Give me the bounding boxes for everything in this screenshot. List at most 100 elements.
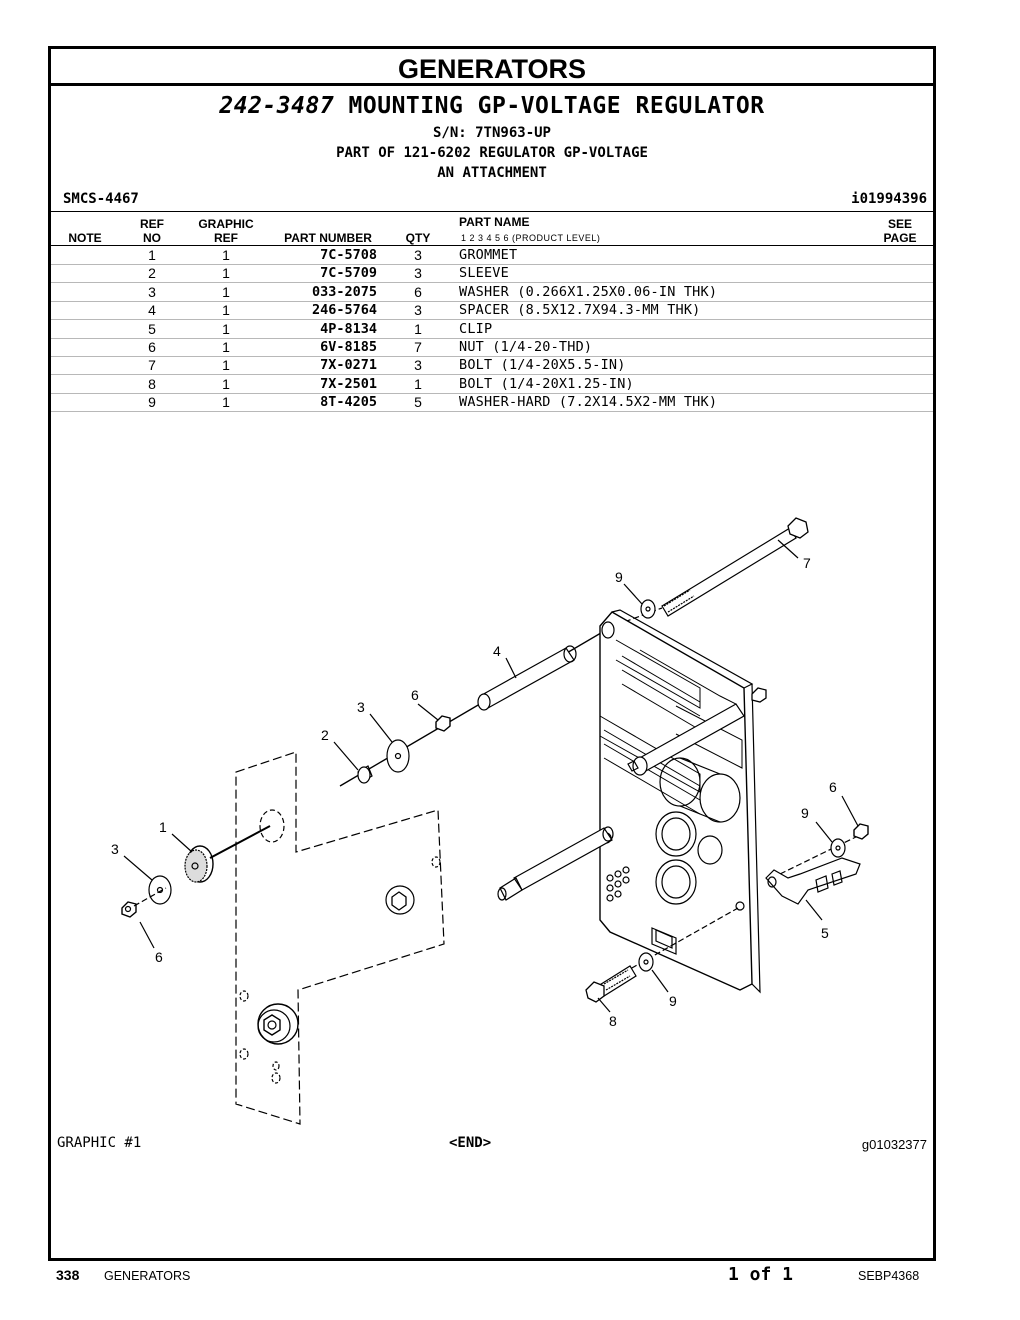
callout-5: 5 — [821, 925, 829, 941]
graphic-ref: 1 — [222, 339, 230, 355]
table-row[interactable]: 9 1 8T-4205 5 WASHER-HARD (7.2X14.5X2-MM… — [51, 393, 933, 411]
washer-9-top — [640, 599, 656, 619]
col-part-number-header: PART NUMBER — [284, 231, 372, 245]
graphic-id: g01032377 — [861, 1137, 927, 1152]
ref-no: 5 — [148, 321, 156, 337]
table-row[interactable]: 5 1 4P-8134 1 CLIP — [51, 320, 933, 338]
callout-3-left: 3 — [111, 841, 119, 857]
callout-8: 8 — [609, 1013, 617, 1029]
ref-no: 8 — [148, 376, 156, 392]
washer-9-right — [830, 838, 846, 858]
row-divider — [51, 338, 933, 339]
ref-no: 2 — [148, 265, 156, 281]
graphic-ref: 1 — [222, 357, 230, 373]
ref-no: 7 — [148, 357, 156, 373]
table-header-rule — [51, 245, 933, 246]
callout-6-right: 6 — [829, 779, 837, 795]
graphic-ref: 1 — [222, 394, 230, 410]
spacer-4 — [477, 645, 577, 711]
table-row[interactable]: 3 1 033-2075 6 WASHER (0.266X1.25X0.06-I… — [51, 283, 933, 301]
footer-document-number: SEBP4368 — [858, 1269, 920, 1283]
part-name: GROMMET — [459, 247, 518, 263]
standoff-lower — [497, 826, 614, 901]
graphic-label: GRAPHIC #1 — [57, 1135, 142, 1151]
graphic-ref: 1 — [222, 302, 230, 318]
row-divider — [51, 393, 933, 394]
qty: 3 — [414, 265, 422, 281]
part-number[interactable]: 4P-8134 — [320, 321, 377, 337]
part-name: WASHER (0.266X1.25X0.06-IN THK) — [459, 284, 718, 300]
callout-1: 1 — [159, 819, 167, 835]
part-number[interactable]: 7C-5709 — [320, 265, 377, 281]
part-number[interactable]: 8T-4205 — [320, 394, 377, 410]
ref-no: 1 — [148, 247, 156, 263]
table-row[interactable]: 4 1 246-5764 3 SPACER (8.5X12.7X94.3-MM … — [51, 301, 933, 319]
part-number[interactable]: 7C-5708 — [320, 247, 377, 263]
ref-no: 6 — [148, 339, 156, 355]
qty: 1 — [414, 321, 422, 337]
callout-2: 2 — [321, 727, 329, 743]
graphic-ref: 1 — [222, 321, 230, 337]
graphic-ref: 1 — [222, 247, 230, 263]
callout-4: 4 — [493, 643, 501, 659]
page-frame: GENERATORS 242-3487 MOUNTING GP-VOLTAGE … — [48, 46, 936, 1261]
nut-right — [853, 823, 869, 840]
table-row[interactable]: 1 1 7C-5708 3 GROMMET — [51, 246, 933, 264]
washer-left — [148, 875, 172, 905]
qty: 3 — [414, 302, 422, 318]
part-number[interactable]: 246-5764 — [311, 302, 377, 318]
callout-6-left: 6 — [155, 949, 163, 965]
bracket-hole — [259, 809, 285, 843]
col-graphic-header-top: GRAPHIC — [198, 217, 254, 231]
group-part-number[interactable]: 242-3487 — [219, 93, 335, 119]
exploded-view-illustration — [121, 517, 869, 1125]
part-number[interactable]: 7X-2501 — [320, 376, 377, 392]
part-name: WASHER-HARD (7.2X14.5X2-MM THK) — [459, 394, 718, 410]
col-part-name-header: PART NAME — [459, 215, 530, 229]
table-top-rule — [51, 211, 933, 212]
footer-page-number: 338 — [56, 1267, 80, 1283]
mounting-bracket — [235, 751, 445, 1125]
col-see-header-top: SEE — [887, 217, 912, 231]
table-row[interactable]: 7 1 7X-0271 3 BOLT (1/4-20X5.5-IN) — [51, 356, 933, 374]
row-divider — [51, 356, 933, 357]
clip — [765, 857, 861, 905]
row-divider — [51, 282, 933, 283]
graphic-ref: 1 — [222, 265, 230, 281]
ref-no: 3 — [148, 284, 156, 300]
part-name: BOLT (1/4-20X1.25-IN) — [459, 376, 634, 392]
bracket-grommet-lower — [257, 1003, 299, 1045]
part-number[interactable]: 033-2075 — [311, 284, 377, 300]
table-row[interactable]: 8 1 7X-2501 1 BOLT (1/4-20X1.25-IN) — [51, 375, 933, 393]
section-title: GENERATORS — [51, 49, 933, 86]
qty: 5 — [414, 394, 422, 410]
qty: 3 — [414, 247, 422, 263]
col-note-header: NOTE — [68, 231, 102, 245]
smcs-code: SMCS-4467 — [63, 191, 139, 207]
washer-9-lower — [638, 952, 654, 972]
part-number[interactable]: 6V-8185 — [320, 339, 377, 355]
group-title: 242-3487 MOUNTING GP-VOLTAGE REGULATOR — [51, 93, 933, 119]
bolt-long — [661, 517, 809, 617]
row-divider — [51, 411, 933, 412]
table-row[interactable]: 6 1 6V-8185 7 NUT (1/4-20-THD) — [51, 338, 933, 356]
sleeve — [357, 765, 373, 784]
part-number[interactable]: 7X-0271 — [320, 357, 377, 373]
part-of-line: PART OF 121-6202 REGULATOR GP-VOLTAGE — [336, 145, 648, 161]
table-row[interactable]: 2 1 7C-5709 3 SLEEVE — [51, 264, 933, 282]
col-see-header-bottom: PAGE — [883, 231, 917, 245]
illustration-id: i01994396 — [851, 191, 927, 207]
part-name: SLEEVE — [459, 265, 509, 281]
col-ref-header-bottom: NO — [143, 231, 161, 245]
part-name: SPACER (8.5X12.7X94.3-MM THK) — [459, 302, 701, 318]
callout-9-lower: 9 — [669, 993, 677, 1009]
col-ref-header-top: REF — [140, 217, 164, 231]
bolt-short — [585, 965, 637, 1003]
nut-left — [121, 901, 137, 918]
qty: 1 — [414, 376, 422, 392]
voltage-regulator — [599, 609, 767, 994]
callout-7: 7 — [803, 555, 811, 571]
part-name: BOLT (1/4-20X5.5-IN) — [459, 357, 626, 373]
nut-middle — [435, 715, 451, 732]
vent-dots — [606, 866, 630, 902]
